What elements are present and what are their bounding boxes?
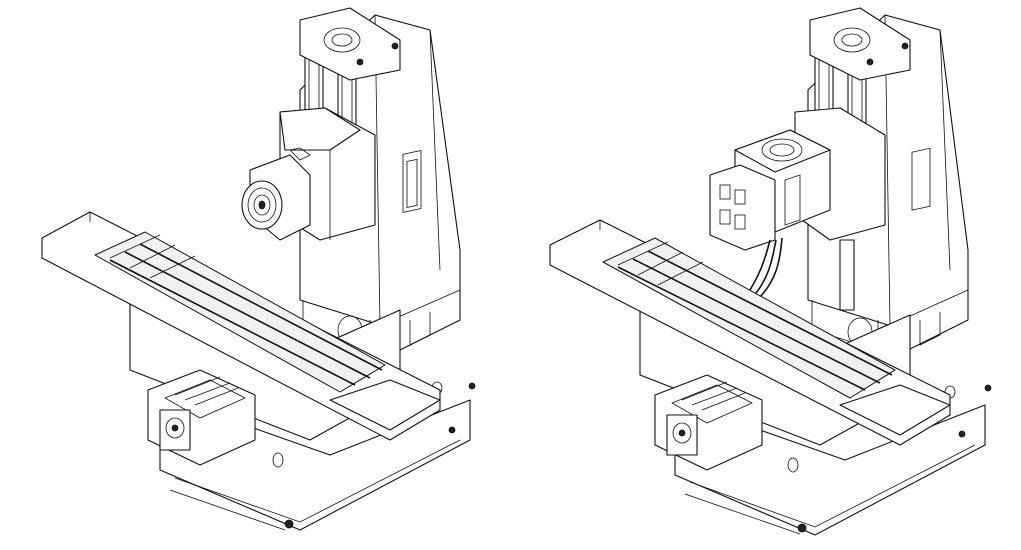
rotary-table-icon	[761, 138, 803, 162]
leveling-foot-icon	[984, 384, 992, 392]
work-table-left	[41, 211, 441, 441]
leveling-foot-icon	[797, 523, 807, 533]
machine-right	[549, 7, 992, 536]
machine-left	[41, 7, 476, 531]
leveling-foot-icon	[284, 519, 294, 529]
spindle-head-left	[241, 107, 376, 241]
leveling-foot-icon	[468, 382, 476, 390]
leveling-foot-icon	[448, 426, 456, 434]
work-table-right	[549, 219, 951, 446]
rotary-head-right	[709, 107, 886, 299]
leveling-foot-icon	[958, 430, 966, 438]
x-axis-motor-right	[654, 374, 763, 471]
z-axis-guides-right	[809, 7, 911, 311]
x-axis-motor-left	[147, 369, 256, 466]
